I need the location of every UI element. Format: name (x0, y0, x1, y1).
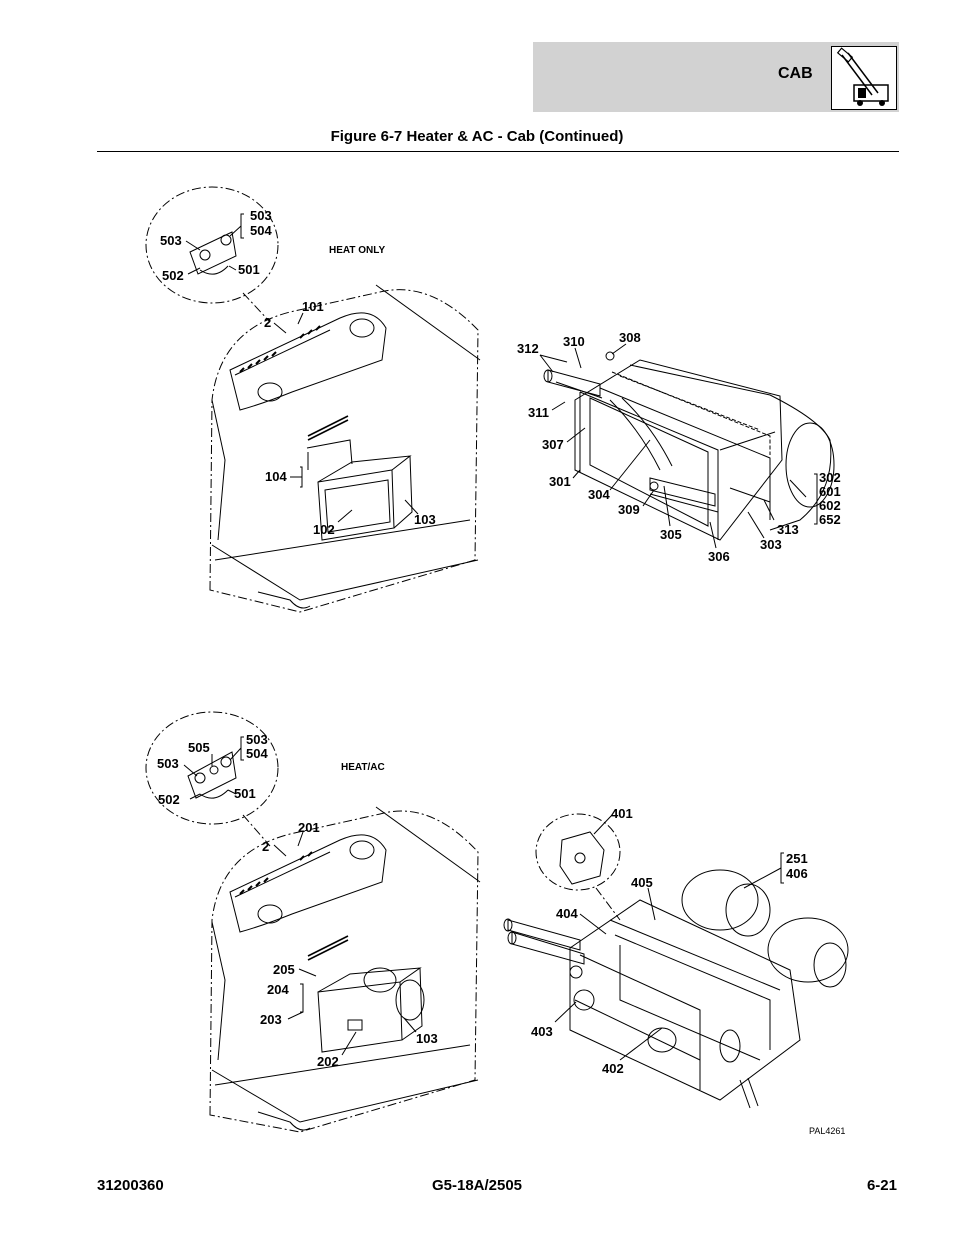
callout-103: 103 (416, 1031, 438, 1046)
ac-evaporator-assembly (503, 813, 849, 1109)
callout-103: 103 (414, 512, 436, 527)
callout-307: 307 (542, 437, 564, 452)
callout-101: 101 (302, 299, 324, 314)
drawing-id: PAL4261 (809, 1126, 845, 1136)
heat-only-caption: HEAT ONLY (329, 245, 385, 256)
callout-502: 502 (162, 268, 184, 283)
callout-313: 313 (777, 522, 799, 537)
callout-401: 401 (611, 806, 633, 821)
leader-lines (183, 213, 818, 1061)
callout-503: 503 (160, 233, 182, 248)
callout-311: 311 (528, 405, 549, 420)
callout-203: 203 (260, 1012, 282, 1027)
callout-201: 201 (298, 820, 320, 835)
callout-205: 205 (273, 962, 295, 977)
callout-308: 308 (619, 330, 641, 345)
callout-303: 303 (760, 537, 782, 552)
heat-ac-assembly (145, 711, 481, 1133)
callout-304: 304 (588, 487, 610, 502)
doc-number: 31200360 (97, 1177, 164, 1194)
callout-312: 312 (517, 341, 539, 356)
callout-403: 403 (531, 1024, 553, 1039)
callout-504: 504 (246, 746, 268, 761)
callout-104: 104 (265, 469, 287, 484)
boom-lift-icon (831, 46, 897, 110)
callout-310: 310 (563, 334, 585, 349)
callout-251: 251 (786, 851, 808, 866)
callout-502: 502 (158, 792, 180, 807)
callout-505: 505 (188, 740, 210, 755)
section-name: CAB (778, 65, 813, 82)
callout-204: 204 (267, 982, 289, 997)
heat-only-assembly (145, 186, 481, 613)
callout-406: 406 (786, 866, 808, 881)
callout-503: 503 (157, 756, 179, 771)
callout-404: 404 (556, 906, 578, 921)
model-number: G5-18A/2505 (431, 1177, 523, 1194)
callout-601: 601 (819, 484, 841, 499)
callout-405: 405 (631, 875, 653, 890)
figure-title: Figure 6-7 Heater & AC - Cab (Continued) (330, 128, 624, 145)
callout-504: 504 (250, 223, 272, 238)
callout-306: 306 (708, 549, 730, 564)
heater-core-assembly (543, 351, 835, 541)
callout-501: 501 (234, 786, 256, 801)
heat-ac-caption: HEAT/AC (341, 762, 385, 773)
callout-503: 503 (250, 208, 272, 223)
callout-202: 202 (317, 1054, 339, 1069)
callout-503: 503 (246, 732, 268, 747)
callout-102: 102 (313, 522, 335, 537)
callout-305: 305 (660, 527, 682, 542)
callout-2: 2 (264, 315, 271, 330)
callout-501: 501 (238, 262, 260, 277)
page-number: 6-21 (866, 1177, 897, 1194)
callout-652: 652 (819, 512, 841, 527)
callout-602: 602 (819, 498, 841, 513)
callout-302: 302 (819, 470, 841, 485)
callout-309: 309 (618, 502, 640, 517)
callout-402: 402 (602, 1061, 624, 1076)
title-rule (97, 151, 899, 152)
callout-2: 2 (262, 839, 269, 854)
callout-301: 301 (549, 474, 571, 489)
